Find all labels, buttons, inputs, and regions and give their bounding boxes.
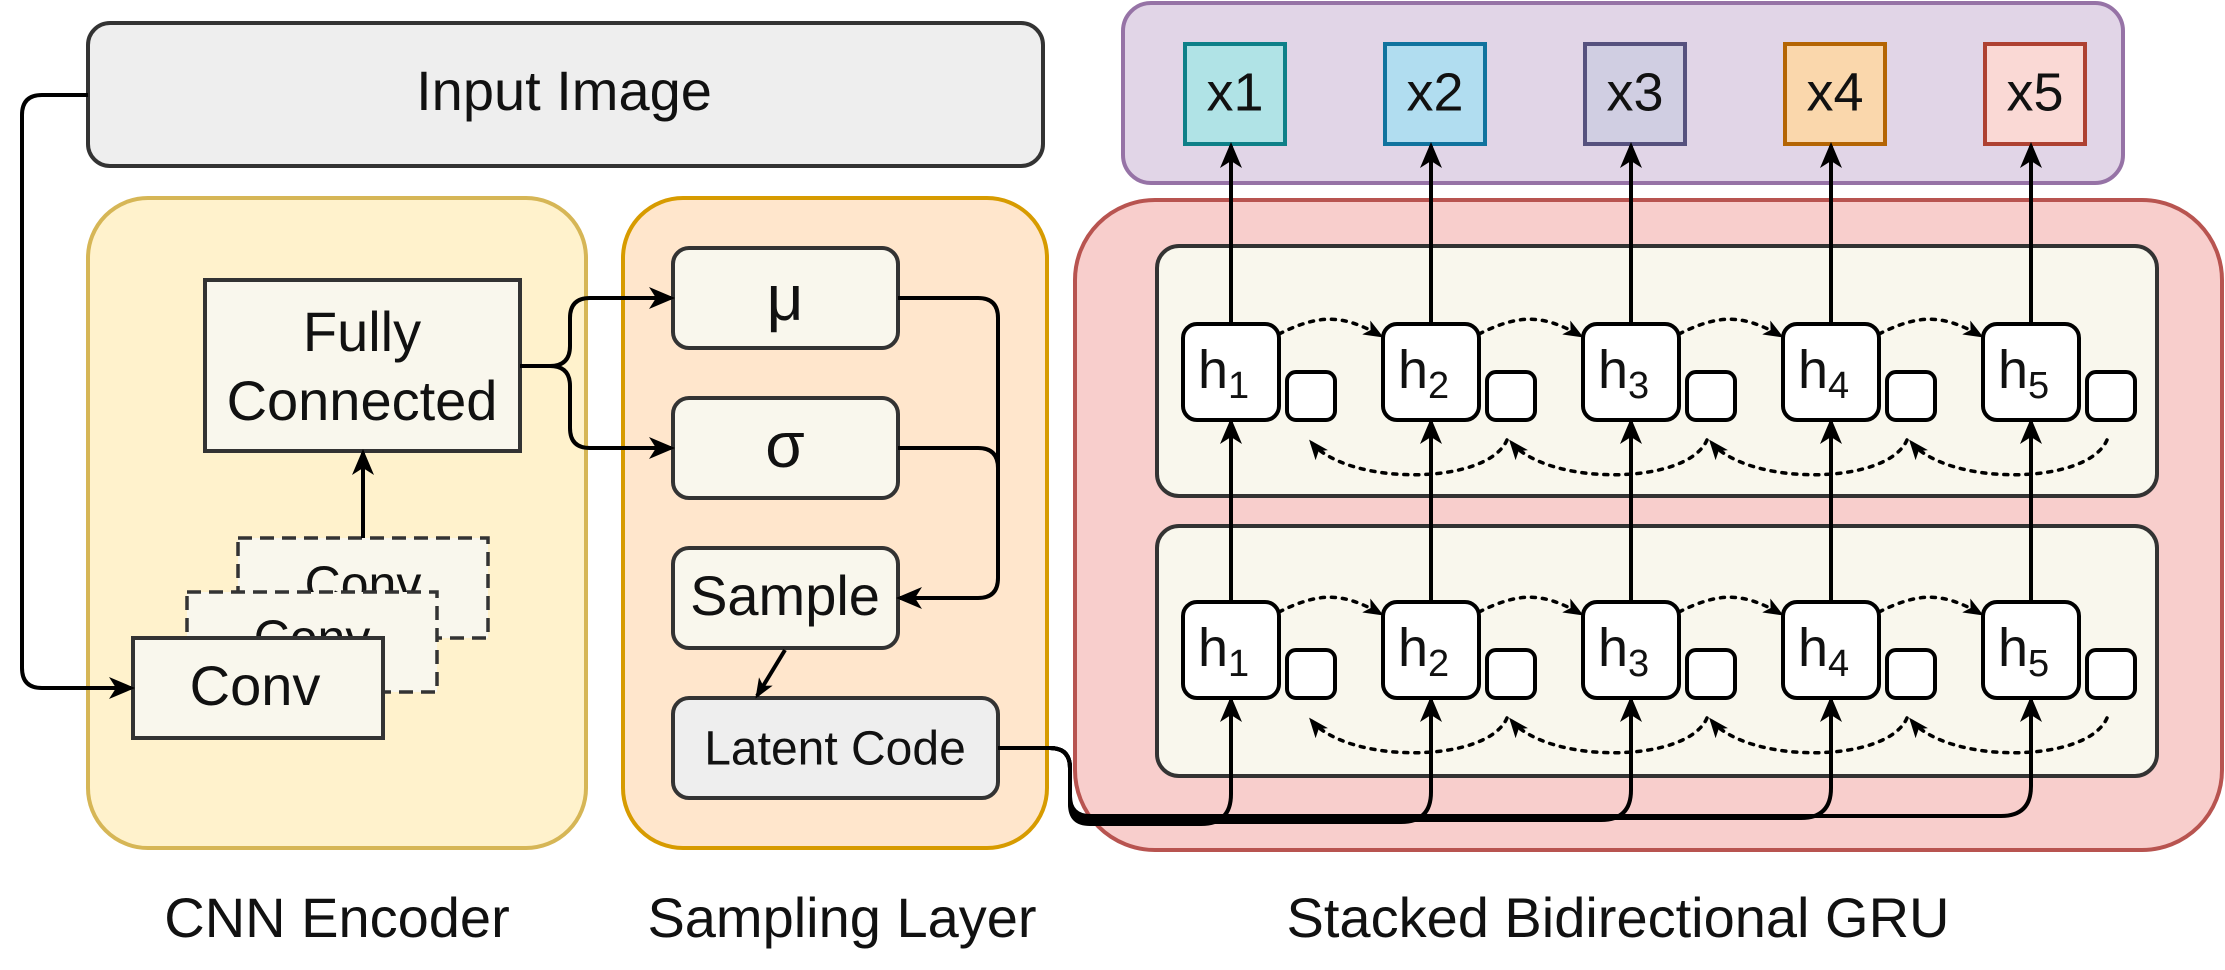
backward-recurrent-edge-top-3 bbox=[1709, 438, 1909, 477]
forward-recurrent-edge-top-1 bbox=[1277, 317, 1384, 338]
forward-recurrent-edge-top-3 bbox=[1677, 317, 1784, 338]
fc-to-sigma-edge bbox=[520, 364, 675, 459]
backward-recurrent-edge-top-4 bbox=[1909, 438, 2109, 477]
output-label-5: x5 bbox=[2006, 62, 2063, 122]
sigma-to-sample-edge bbox=[898, 446, 1000, 469]
latent-code-label: Latent Code bbox=[704, 723, 966, 776]
gru-state-box-bottom-1 bbox=[1285, 648, 1337, 700]
gru-state-box-top-3 bbox=[1685, 370, 1737, 422]
gru-cell-label-bottom-1: h1 bbox=[1198, 618, 1249, 685]
fully-connected-line2: Connected bbox=[227, 369, 498, 432]
forward-recurrent-edge-bottom-4 bbox=[1877, 595, 1984, 616]
stacked-gru-caption: Stacked Bidirectional GRU bbox=[1287, 886, 1950, 949]
fc-to-mu-edge bbox=[520, 287, 675, 368]
forward-recurrent-edge-bottom-1 bbox=[1277, 595, 1384, 616]
gru-cell-label-top-5: h5 bbox=[1998, 340, 2049, 407]
forward-recurrent-edge-top-4 bbox=[1877, 317, 1984, 338]
output-label-3: x3 bbox=[1606, 62, 1663, 122]
gru-cell-label-top-1: h1 bbox=[1198, 340, 1249, 407]
gru-cell-label-bottom-4: h4 bbox=[1798, 618, 1849, 685]
mu-to-sample-edge bbox=[896, 296, 1000, 609]
gru-cell-label-bottom-3: h3 bbox=[1598, 618, 1649, 685]
mu-label: μ bbox=[767, 262, 804, 334]
output-box-2 bbox=[1383, 42, 1487, 146]
output-label-1: x1 bbox=[1206, 62, 1263, 122]
fully-connected-box bbox=[203, 278, 522, 453]
forward-recurrent-edge-bottom-2 bbox=[1477, 595, 1584, 616]
backward-recurrent-edge-bottom-4 bbox=[1909, 716, 2109, 755]
cnn-encoder-caption: CNN Encoder bbox=[164, 886, 509, 949]
gru-state-box-bottom-4 bbox=[1885, 648, 1937, 700]
backward-recurrent-edge-bottom-1 bbox=[1309, 716, 1509, 755]
output-label-2: x2 bbox=[1406, 62, 1463, 122]
gru-state-box-bottom-2 bbox=[1485, 648, 1537, 700]
gru-state-box-top-5 bbox=[2085, 370, 2137, 422]
gru-cell-label-top-3: h3 bbox=[1598, 340, 1649, 407]
input-image-label: Input Image bbox=[416, 59, 712, 122]
gru-state-box-bottom-3 bbox=[1685, 648, 1737, 700]
gru-cell-label-top-2: h2 bbox=[1398, 340, 1449, 407]
gru-cell-label-bottom-5: h5 bbox=[1998, 618, 2049, 685]
forward-recurrent-edge-top-2 bbox=[1477, 317, 1584, 338]
gru-cell-label-bottom-2: h2 bbox=[1398, 618, 1449, 685]
output-box-5 bbox=[1983, 42, 2087, 146]
gru-state-box-top-2 bbox=[1485, 370, 1537, 422]
gru-state-box-bottom-5 bbox=[2085, 648, 2137, 700]
sampling-group bbox=[621, 196, 1049, 850]
conv-layer-front bbox=[131, 636, 385, 740]
latent-to-cell-edge-5 bbox=[998, 696, 2042, 818]
output-label-4: x4 bbox=[1806, 62, 1863, 122]
backward-recurrent-edge-bottom-2 bbox=[1509, 716, 1709, 755]
output-box-4 bbox=[1783, 42, 1887, 146]
forward-recurrent-edge-bottom-3 bbox=[1677, 595, 1784, 616]
gru-state-box-top-4 bbox=[1885, 370, 1937, 422]
gru-state-box-top-1 bbox=[1285, 370, 1337, 422]
conv-front-label: Conv bbox=[190, 654, 321, 717]
backward-recurrent-edge-top-2 bbox=[1509, 438, 1709, 477]
fully-connected-line1: Fully bbox=[303, 300, 421, 363]
backward-recurrent-edge-bottom-3 bbox=[1709, 716, 1909, 755]
sample-label: Sample bbox=[690, 564, 880, 627]
backward-recurrent-edge-top-1 bbox=[1309, 438, 1509, 477]
sigma-label: σ bbox=[765, 409, 805, 481]
sample-to-latent-edge bbox=[755, 648, 787, 699]
sampling-layer-caption: Sampling Layer bbox=[647, 886, 1036, 949]
input-to-conv-edge bbox=[20, 93, 135, 699]
gru-cell-label-top-4: h4 bbox=[1798, 340, 1849, 407]
gru-content: x1 x2 x3 x4 x5 h1 h2 h3 h4 h5 h1 h2 h3 h4 h5 bbox=[998, 42, 2137, 826]
